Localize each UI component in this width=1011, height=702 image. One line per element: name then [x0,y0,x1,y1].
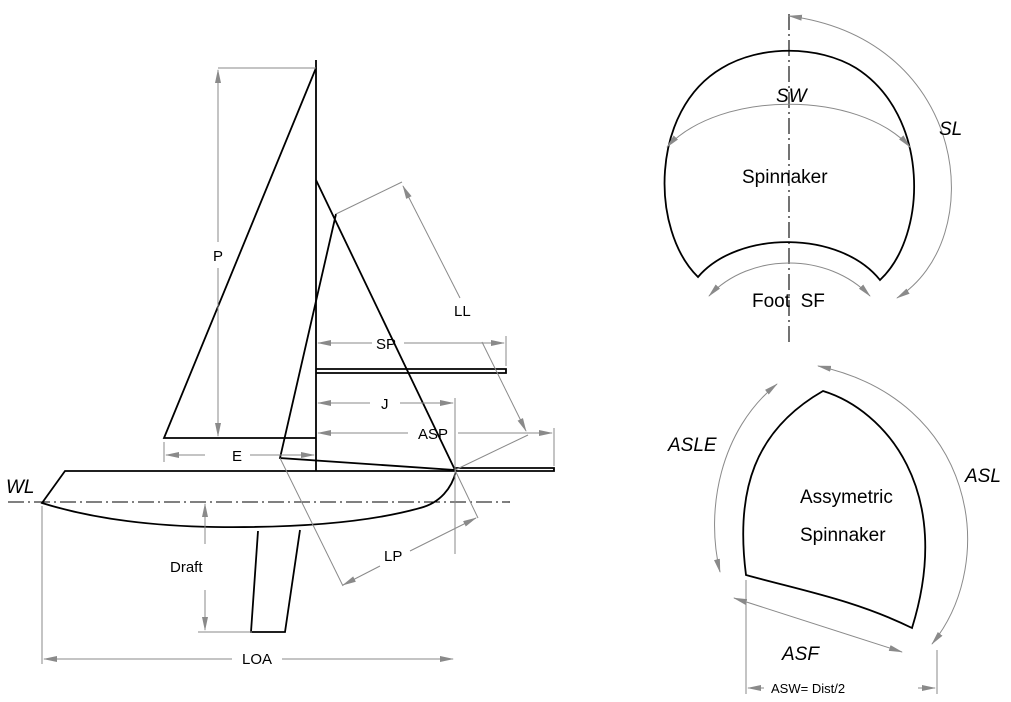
mainsail [162,67,317,439]
label-sl: SL [939,119,962,140]
label-ll: LL [454,303,471,320]
asymmetric-spinnaker-dimensions [714,365,969,694]
label-asw: ASW= Dist/2 [771,681,845,696]
label-assymetric: Assymetric [800,487,893,508]
hull [40,470,458,529]
label-foot-sf: Foot SF [752,291,825,312]
label-p: P [213,248,223,265]
jib [278,179,457,472]
label-j: J [381,396,389,413]
label-asl: ASL [964,466,1001,487]
label-spinnaker: Spinnaker [742,167,828,188]
spinnaker-dimensions [666,14,952,299]
label-asf: ASF [781,644,820,665]
label-asp: ASP [418,426,448,443]
label-wl: WL [6,477,35,498]
label-asym-spinnaker: Spinnaker [800,525,886,546]
keel [250,529,301,633]
boat-profile [8,60,555,633]
label-lp: LP [384,548,402,565]
bowsprit [455,467,555,472]
boat-dimensions [41,67,555,664]
label-e: E [232,448,242,465]
label-asle: ASLE [667,435,717,456]
label-draft: Draft [170,559,203,576]
label-loa: LOA [242,651,272,668]
spinnaker-pole [316,368,507,374]
label-sw: SW [776,86,809,107]
asymmetric-spinnaker-shape [742,390,927,630]
label-sp: SP [376,336,396,353]
